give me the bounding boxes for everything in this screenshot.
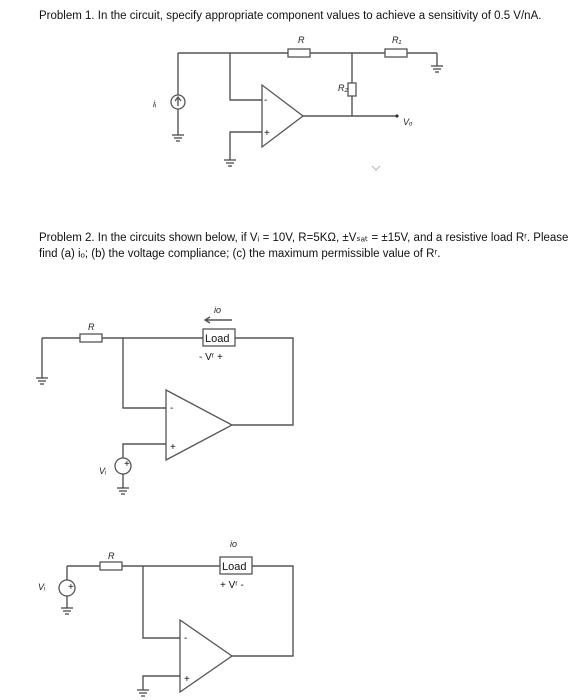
c3-opamp-ground bbox=[137, 689, 149, 697]
c2-inverting-wire bbox=[122, 338, 166, 409]
c2-label-io: io bbox=[214, 305, 221, 315]
c3-opamp bbox=[179, 618, 234, 694]
c3-load-box bbox=[219, 556, 253, 575]
c1-source-arrow bbox=[174, 95, 182, 106]
circuit-3: + Vᵢ R Load io + Vʳ - - + bbox=[38, 539, 294, 697]
c1-label-vo: Vₒ bbox=[403, 117, 413, 127]
c3-resistor-r bbox=[99, 561, 123, 571]
c2-load-box bbox=[202, 328, 236, 347]
c2-noninverting-wire bbox=[122, 443, 166, 488]
c2-label-vl: - Vʳ + bbox=[199, 352, 223, 363]
problem-2-line-2: find (a) iₒ; (b) the voltage compliance;… bbox=[39, 248, 441, 260]
c2-left-ground bbox=[36, 377, 48, 385]
c1-noninverting-wire bbox=[229, 131, 262, 160]
c2-voltage-source bbox=[114, 457, 132, 475]
c2-resistor-r bbox=[79, 333, 103, 343]
c2-opamp bbox=[165, 388, 234, 462]
c2-io-arrow bbox=[203, 316, 232, 324]
c1-resistor-r2 bbox=[347, 82, 357, 97]
c2-label-r: R bbox=[88, 322, 95, 332]
c2-plus-sign: + bbox=[170, 442, 176, 453]
problem-2-line-1: Problem 2. In the circuits shown below, … bbox=[39, 232, 568, 244]
circuit-diagrams: - + R R₁ R₂ iᵢ Vₒ Load io - Vʳ + bbox=[36, 35, 443, 697]
c2-source-ground bbox=[117, 487, 129, 495]
problem-2-statement: Problem 2. In the circuits shown below, … bbox=[39, 230, 568, 262]
c3-label-r: R bbox=[108, 551, 115, 561]
c1-resistor-r bbox=[287, 48, 311, 58]
problem-1-statement: Problem 1. In the circuit, specify appro… bbox=[39, 10, 542, 22]
c3-source-plus: + bbox=[68, 582, 74, 593]
circuit-2: Load io - Vʳ + - + + Vᵢ R bbox=[36, 305, 294, 495]
c1-right-ground bbox=[431, 65, 443, 73]
c3-noninverting-wire bbox=[142, 675, 180, 690]
c1-label-ii: iᵢ bbox=[153, 99, 157, 109]
c2-load-label: Load bbox=[205, 333, 229, 345]
c1-label-r: R bbox=[298, 35, 305, 45]
c1-inverting-wire bbox=[229, 53, 262, 101]
c3-voltage-source bbox=[58, 579, 76, 597]
c2-minus-sign: - bbox=[170, 403, 173, 414]
c3-label-io: io bbox=[230, 539, 237, 549]
c3-plus-sign: + bbox=[184, 674, 190, 685]
c3-minus-sign: - bbox=[184, 633, 187, 644]
c1-label-r1: R₁ bbox=[392, 35, 401, 45]
c3-source-ground bbox=[61, 607, 73, 615]
c3-label-vi: Vᵢ bbox=[38, 582, 46, 592]
c3-inverting-wire bbox=[142, 566, 180, 639]
c2-feedback-loop bbox=[123, 337, 294, 426]
c1-plus-sign: + bbox=[264, 128, 270, 139]
c1-resistor-r1 bbox=[384, 48, 408, 58]
c1-opamp-ground bbox=[224, 159, 236, 167]
c3-feedback-loop bbox=[143, 565, 294, 657]
c3-source-wire bbox=[66, 565, 143, 608]
c1-label-r2: R₂ bbox=[338, 83, 348, 93]
c1-bottom-mark bbox=[371, 165, 381, 171]
circuit-1: - + R R₁ R₂ iᵢ Vₒ bbox=[153, 35, 443, 171]
c3-label-vl: + Vʳ - bbox=[220, 580, 244, 591]
c1-output-node bbox=[395, 114, 399, 118]
c1-left-ground bbox=[172, 134, 184, 142]
c1-opamp bbox=[261, 83, 305, 149]
c1-minus-sign: - bbox=[264, 95, 267, 106]
c2-source-plus: + bbox=[124, 459, 130, 470]
c2-label-vi: Vᵢ bbox=[99, 466, 107, 476]
c3-load-label: Load bbox=[222, 561, 246, 573]
